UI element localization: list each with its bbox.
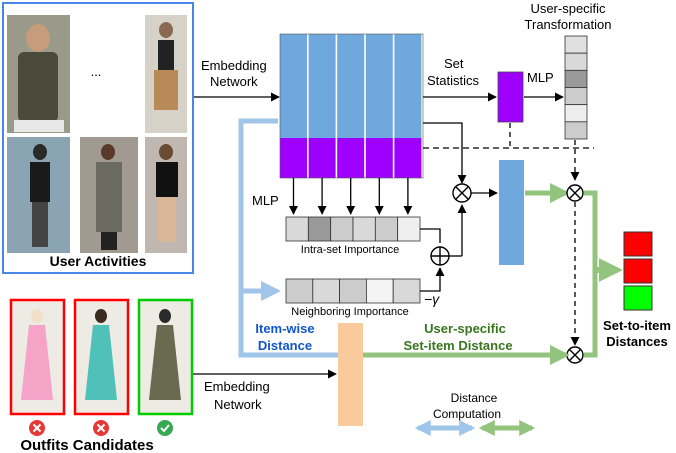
minus-gamma-label: −γ [424,291,440,307]
embedding-column [337,34,365,138]
intra-set-cell [330,216,354,242]
intra-set-cell [374,216,399,242]
set-to-item-distances-label-2: Distances [606,334,667,349]
embedding-column-stat [365,138,393,178]
candidate-outfit [9,298,66,436]
neighbor-to-plus-line [420,267,445,292]
embedding-network-top-label-1: Embedding [201,58,267,73]
user-specific-transformation-label-2: Transformation [525,17,612,32]
ellipsis-text: ... [91,64,102,79]
embedding-column-stat [308,138,336,178]
embedding-column [308,34,336,138]
neighboring-importance-vector [285,278,421,304]
green-upper-to-outputs [584,190,598,270]
intra-to-plus-line [420,228,441,243]
mlp-arrows [288,178,413,215]
intra-set-cell [285,216,309,242]
mlp-left-label: MLP [252,193,279,208]
distance-output-box [623,258,653,284]
user-activities-panel: ... User Activities [2,2,194,274]
candidate-figure-head [95,309,107,323]
neighboring-cell [339,278,367,304]
embedding-matrix [279,33,424,179]
aggregated-set-vector [499,160,524,265]
user-specific-transformation-vector [564,35,588,140]
embedding-to-times-line [423,122,467,184]
user-activities-label: User Activities [50,253,147,269]
outfit-candidates [9,298,194,436]
neighboring-cell [312,278,340,304]
embedding-matrix-border [279,33,424,179]
embedding-column-stat [394,138,422,178]
user-photo-5 [145,137,187,253]
set-to-item-distances [623,231,653,311]
intra-set-cell [307,216,332,242]
embedding-network-bottom-label-2: Network [214,397,262,412]
distance-computation-label-1: Distance [451,391,498,405]
intra-set-importance-label: Intra-set Importance [301,244,399,256]
user-photo-1 [7,15,70,133]
circle-plus-icon [430,246,450,266]
set-to-item-distances-label-1: Set-to-item [603,318,671,333]
item-wise-distance-path [238,118,338,358]
neighboring-cell [392,278,421,304]
circle-times-icon [452,183,472,203]
transformation-cell [564,87,588,106]
circle-times-icon [566,184,584,202]
distance-output-box [623,285,653,311]
green-lower-to-outputs [584,270,598,358]
transformation-cell [564,52,588,71]
distance-output-box [623,231,653,257]
user-photo-4 [80,137,138,253]
candidate-figure-body [21,325,53,400]
candidate-outfit [137,298,194,436]
embedding-network-top-label-2: Network [210,74,258,89]
outfits-candidates-label: Outfits Candidates [20,437,153,453]
set-statistics-label-1: Set [444,56,464,71]
green-check-badge-icon [157,420,173,436]
set-statistics-vector [497,71,524,123]
circle-times-icon [566,346,584,364]
user-photo-3 [7,137,70,253]
candidate-figure-head [31,309,43,323]
embedding-column-stat [337,138,365,178]
item-wise-distance-label-2: Distance [258,338,312,353]
transformation-cell [564,69,588,88]
transformation-cell [564,35,588,54]
user-specific-set-item-distance-label-2: Set-item Distance [403,338,512,353]
candidate-figure-body [85,325,117,400]
neighboring-cell [285,278,314,304]
intra-set-cell [397,216,421,242]
embedding-column [365,34,393,138]
item-wise-distance-label-1: Item-wise [255,321,314,336]
candidate-outfit [73,298,130,436]
distance-computation-label-2: Computation [433,407,501,421]
user-specific-set-item-distance-label-1: User-specific [424,321,506,336]
mlp-right-label: MLP [527,70,554,85]
neighboring-cell [365,278,394,304]
red-x-badge-icon [29,420,45,436]
embedding-network-bottom-label-1: Embedding [204,379,270,394]
transformation-cell [564,104,588,123]
embedding-column [394,34,422,138]
candidate-figure-body [149,325,181,400]
set-statistics-label-2: Statistics [427,73,480,88]
embedding-column-stat [280,138,307,178]
user-photo-2 [145,15,187,133]
intra-set-cell [352,216,376,242]
candidate-figure-head [159,309,171,323]
red-x-badge-icon [93,420,109,436]
candidate-embedding-vector [338,323,363,426]
intra-set-importance-vector [285,216,421,242]
user-specific-transformation-label-1: User-specific [530,1,606,16]
transformation-cell [564,121,588,140]
embedding-column [280,34,307,138]
neighboring-importance-label: Neighboring Importance [291,306,408,318]
